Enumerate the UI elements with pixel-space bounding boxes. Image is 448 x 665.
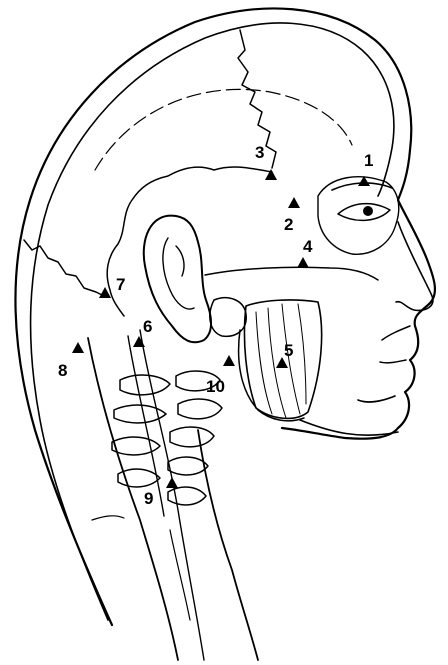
marker-label-8: 8	[58, 361, 67, 380]
marker-label-4: 4	[303, 237, 313, 256]
marker-label-3: 3	[255, 143, 264, 162]
ear-inner	[163, 238, 194, 309]
marker-label-7: 7	[116, 275, 125, 294]
marker-triangle-2	[288, 197, 300, 208]
skull-outline	[31, 23, 394, 620]
scalp-outline	[15, 8, 434, 625]
marker-label-9: 9	[144, 489, 153, 508]
marker-triangle-6	[133, 336, 145, 347]
marker-triangle-4	[297, 257, 309, 268]
marker-triangle-10	[223, 355, 235, 366]
chin-jaw	[300, 396, 398, 435]
nose	[396, 222, 433, 310]
marker-label-10: 10	[206, 377, 225, 396]
eye-iris	[363, 206, 373, 216]
squamous-suture	[107, 167, 272, 316]
lower-neck-detail	[92, 516, 190, 620]
marker-triangle-9	[166, 477, 178, 488]
marker-group: 1 2 3 4 5 6 7 8 9 10	[58, 143, 373, 508]
marker-label-2: 2	[284, 215, 293, 234]
marker-triangle-8	[72, 342, 84, 353]
marker-label-1: 1	[364, 151, 373, 170]
mastoid-process	[210, 298, 246, 337]
temporal-line	[95, 89, 352, 170]
ear-outline	[144, 216, 211, 343]
lips	[380, 326, 410, 363]
marker-label-5: 5	[284, 341, 293, 360]
lambdoid-suture	[24, 240, 104, 296]
zygomatic-arch	[205, 267, 378, 280]
orbit-outline	[318, 177, 399, 255]
marker-label-6: 6	[143, 317, 152, 336]
neck-back-outline	[88, 338, 178, 660]
